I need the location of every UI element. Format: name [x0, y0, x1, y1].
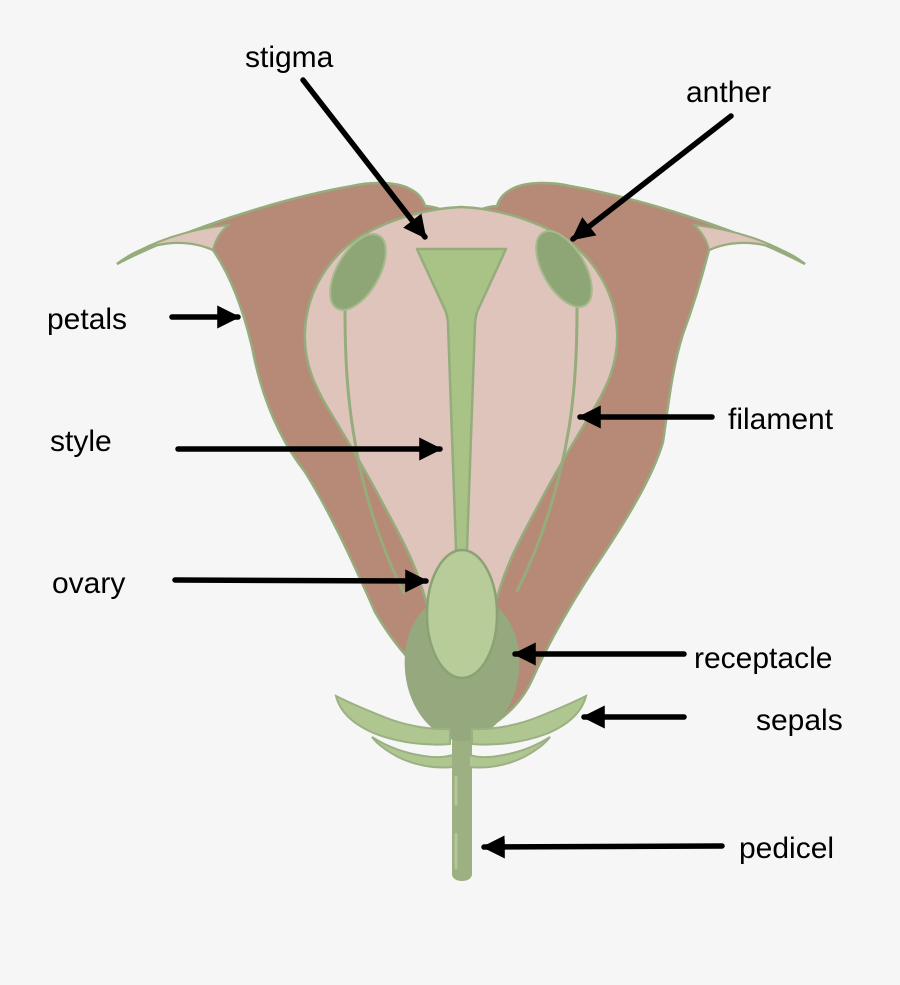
label-sepals: sepals — [756, 704, 843, 737]
petal-tip-underside-right — [691, 223, 806, 265]
arrow-pedicel — [481, 835, 725, 859]
label-pedicel: pedicel — [739, 832, 834, 865]
annotations: stigma anther petals filament style ovar… — [47, 41, 843, 865]
ovary-shape — [425, 548, 499, 680]
flower-illustration — [116, 181, 806, 881]
label-petals: petals — [47, 303, 127, 336]
anther-left-shape — [329, 233, 387, 311]
sepal-upper-left — [334, 694, 451, 746]
sepal-lower-left — [371, 736, 454, 769]
filament-left-shape — [343, 306, 406, 595]
filament-right-shape — [515, 304, 579, 593]
arrow-stigma — [300, 77, 428, 240]
arrow-ovary — [172, 569, 429, 593]
label-style: style — [50, 425, 112, 458]
label-ovary: ovary — [52, 567, 125, 600]
pedicel-highlight-lower — [454, 833, 458, 869]
sepal-lower-right — [468, 736, 551, 769]
petal-tip-underside-left — [116, 223, 231, 265]
label-filament: filament — [728, 403, 834, 436]
label-stigma: stigma — [245, 41, 334, 74]
arrow-anther — [570, 113, 734, 242]
label-anther: anther — [686, 76, 771, 109]
pedicel-highlight-upper — [454, 776, 458, 806]
anther-right-shape — [535, 230, 593, 308]
sepal-upper-right — [471, 694, 588, 746]
label-receptacle: receptacle — [694, 642, 832, 675]
